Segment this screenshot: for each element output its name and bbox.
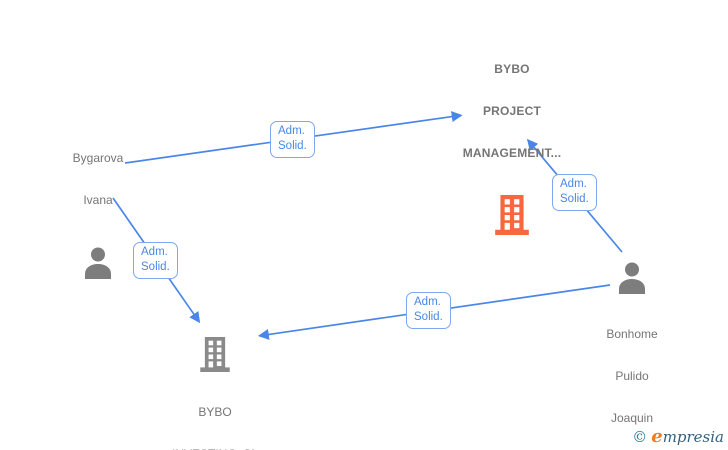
empresia-logo[interactable]: © empresia bbox=[632, 426, 724, 447]
person-name-label: Bygarova Ivana bbox=[73, 123, 124, 235]
edge-label-adm-solid-3[interactable]: Adm. Solid. bbox=[133, 242, 178, 279]
brand-wordmark: empresia bbox=[651, 426, 724, 447]
label-line: BYBO bbox=[198, 405, 232, 419]
building-icon bbox=[495, 195, 529, 235]
label-line: Bygarova bbox=[72, 151, 124, 165]
edge-label-adm-solid-1[interactable]: Adm. Solid. bbox=[270, 121, 315, 158]
edge-label-line: Adm. bbox=[278, 125, 305, 137]
building-icon bbox=[200, 337, 230, 372]
edge-label-line: Adm. bbox=[560, 178, 587, 190]
edge-label-line: Solid. bbox=[278, 140, 307, 152]
label-line: MANAGEMENT... bbox=[462, 146, 562, 160]
edge-label-adm-solid-2[interactable]: Adm. Solid. bbox=[552, 174, 597, 211]
company-name-label: BYBO PROJECT MANAGEMENT... bbox=[463, 34, 562, 188]
label-line: Joaquin bbox=[610, 411, 654, 425]
label-line: PROJECT bbox=[482, 104, 542, 118]
edge-label-line: Solid. bbox=[141, 261, 170, 273]
copyright-icon: © bbox=[632, 428, 648, 446]
node-bonhome-pulido-joaquin[interactable]: Bonhome Pulido Joaquin bbox=[572, 262, 692, 450]
edge-label-line: Adm. bbox=[414, 296, 441, 308]
label-line: Bonhome bbox=[606, 327, 658, 341]
edge-label-line: Solid. bbox=[560, 193, 589, 205]
node-bybo-project-management[interactable]: BYBO PROJECT MANAGEMENT... bbox=[427, 34, 597, 235]
company-name-label: BYBO INVESTING SL bbox=[172, 377, 258, 450]
brand-initial: e bbox=[651, 426, 663, 447]
edge-label-line: Adm. bbox=[141, 246, 168, 258]
node-bygarova-ivana[interactable]: Bygarova Ivana bbox=[38, 123, 158, 279]
person-icon bbox=[85, 247, 111, 279]
person-icon bbox=[619, 262, 645, 294]
edge-label-adm-solid-4[interactable]: Adm. Solid. bbox=[406, 292, 451, 329]
brand-rest: mpresia bbox=[662, 428, 724, 446]
label-line: INVESTING SL bbox=[172, 447, 258, 450]
edge-label-line: Solid. bbox=[414, 311, 443, 323]
person-name-label: Bonhome Pulido Joaquin bbox=[606, 299, 657, 450]
label-line: BYBO bbox=[494, 62, 530, 76]
node-bybo-investing-sl[interactable]: BYBO INVESTING SL bbox=[155, 337, 275, 450]
label-line: Pulido bbox=[615, 369, 649, 383]
label-line: Ivana bbox=[83, 193, 113, 207]
